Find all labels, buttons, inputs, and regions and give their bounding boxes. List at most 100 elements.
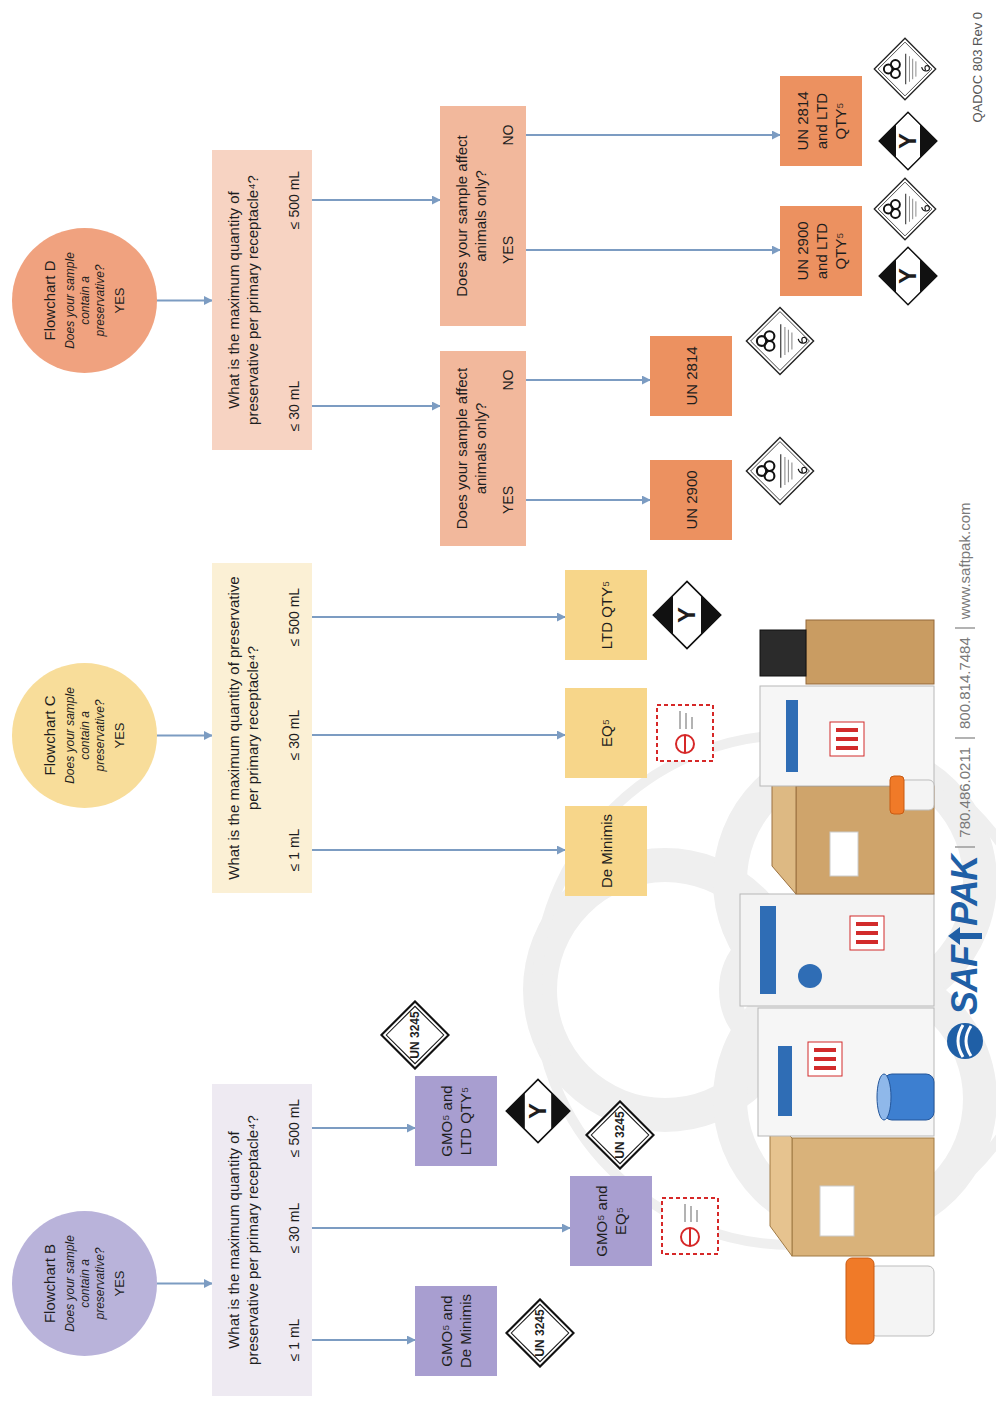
question-text: Does your sample contain a preservative? xyxy=(63,240,108,361)
question-box: What is the maximum quantity of preserva… xyxy=(212,563,312,893)
infectious-substance-labels xyxy=(746,38,935,504)
flow-arrow xyxy=(157,300,212,302)
flow-arrow xyxy=(157,1283,212,1285)
result-text: EQ⁵ xyxy=(597,719,616,747)
question-text: What is the maximum quantity of preserva… xyxy=(224,1094,262,1386)
result-text: De Minimis xyxy=(597,814,616,888)
mark-letter: Y xyxy=(896,268,920,284)
excepted-quantity-mark xyxy=(662,1198,718,1254)
limited-quantity-diamond: Y xyxy=(878,246,938,306)
option-label: YES xyxy=(500,236,517,264)
result-box: GMO⁵ and LTD QTY⁵ xyxy=(415,1076,497,1166)
question-text: Does your sample contain a preservative? xyxy=(63,675,108,796)
diamond-part xyxy=(879,259,896,293)
question-text: Does your sample affect animals only? xyxy=(452,361,490,536)
result-box: UN 2900 xyxy=(650,460,732,540)
option-label: YES xyxy=(500,486,517,514)
diamond-part xyxy=(879,112,937,170)
logo-swirl xyxy=(945,1021,985,1061)
result-box: LTD QTY⁵ xyxy=(565,570,647,660)
flowchart-title: Flowchart D xyxy=(41,260,59,340)
result-text: GMO⁵ and LTD QTY⁵ xyxy=(437,1081,475,1161)
flow-arrow xyxy=(312,734,565,736)
flow-arrow xyxy=(312,616,565,618)
answer-label: YES xyxy=(112,288,128,314)
flowchart-title: Flowchart B xyxy=(41,1244,59,1323)
limited-quantity-diamond: Y xyxy=(878,111,938,171)
result-text: UN 2814 xyxy=(682,346,701,405)
flow-arrow xyxy=(312,199,440,201)
option-label: ≤ 500 mL xyxy=(286,588,303,646)
limited-quantity-diamond: Y xyxy=(505,1078,571,1144)
document-code: QADOC 803 Rev 0 xyxy=(970,12,985,123)
result-text: UN 2814 and LTD QTY⁵ xyxy=(793,81,850,161)
diamond-part xyxy=(551,1093,569,1130)
question-box: What is the maximum quantity of preserva… xyxy=(212,150,312,450)
result-box: UN 2900 and LTD QTY⁵ xyxy=(780,206,862,296)
diamond-part xyxy=(511,1304,568,1361)
start-circle: Flowchart CDoes your sample contain a pr… xyxy=(12,663,157,808)
result-box: De Minimis xyxy=(565,806,647,896)
option-label: NO xyxy=(500,370,517,391)
result-box: EQ⁵ xyxy=(565,688,647,778)
question-text: What is the maximum quantity of preserva… xyxy=(224,160,262,440)
decision-box: Does your sample affect animals only? YES… xyxy=(440,351,526,546)
infectious-substance-label xyxy=(746,307,813,374)
flow-arrow xyxy=(526,134,780,136)
result-text: LTD QTY⁵ xyxy=(597,581,616,649)
option-label: ≤ 30 mL xyxy=(286,381,303,431)
mark-letter: Y xyxy=(526,1103,550,1119)
footer-bar: SAF PAK 780.486.0211 800.814.7484 www.sa… xyxy=(942,503,988,1061)
mark-letter: Y xyxy=(675,607,699,623)
flow-arrow xyxy=(526,499,650,501)
option-label: ≤ 30 mL xyxy=(286,1203,303,1253)
option-label: ≤ 1 mL xyxy=(286,1319,303,1362)
start-circle: Flowchart BDoes your sample contain a pr… xyxy=(12,1211,157,1356)
mark-letter: Y xyxy=(896,133,920,149)
result-box: UN 2814 xyxy=(650,336,732,416)
flow-arrow xyxy=(312,1339,415,1341)
website: www.saftpak.com xyxy=(956,503,974,620)
option-label: NO xyxy=(500,125,517,146)
flow-arrow xyxy=(526,379,650,381)
result-box: GMO⁵ and EQ⁵ xyxy=(570,1176,652,1266)
separator-bar xyxy=(953,838,977,856)
flow-arrow xyxy=(312,849,565,851)
result-text: GMO⁵ and De Minimis xyxy=(437,1291,475,1371)
un-number: UN 3245 xyxy=(408,1011,422,1058)
excepted-quantity-mark xyxy=(657,705,713,761)
answer-label: YES xyxy=(112,723,128,749)
option-label: ≤ 30 mL xyxy=(286,710,303,760)
option-label: ≤ 1 mL xyxy=(286,829,303,872)
logo-text: PAK xyxy=(945,856,985,926)
separator-bar xyxy=(953,619,977,637)
infectious-substance-label xyxy=(874,178,935,239)
question-text: What is the maximum quantity of preserva… xyxy=(224,573,262,883)
diamond-part xyxy=(506,1093,524,1130)
flow-arrow xyxy=(526,249,780,251)
diamond-part xyxy=(506,1079,569,1142)
diamond-part xyxy=(386,1006,443,1063)
diamond-part xyxy=(920,259,937,293)
diamond-part xyxy=(653,595,673,634)
diamond-part xyxy=(920,124,937,158)
limited-quantity-diamond: Y xyxy=(652,580,722,650)
logo-arrow xyxy=(946,926,984,946)
answer-label: YES xyxy=(112,1271,128,1297)
infectious-substance-label xyxy=(746,437,813,504)
shipping-boxes-photo xyxy=(740,620,934,1344)
decision-box: Does your sample affect animals only? YES… xyxy=(440,106,526,326)
un-number-diamond: UN 3245 xyxy=(380,1000,450,1070)
result-text: UN 2900 xyxy=(682,470,701,529)
logo-text: SAF xyxy=(945,946,985,1015)
result-text: GMO⁵ and EQ⁵ xyxy=(592,1181,630,1261)
question-text: Does your sample affect animals only? xyxy=(452,116,490,316)
separator-bar xyxy=(953,729,977,747)
un-number: UN 3245 xyxy=(533,1309,547,1356)
question-text: Does your sample contain a preservative? xyxy=(63,1223,108,1344)
un-number-diamond: UN 3245 xyxy=(585,1100,655,1170)
option-label: ≤ 500 mL xyxy=(286,171,303,229)
diamond-part xyxy=(506,1299,573,1366)
infectious-substance-label xyxy=(874,38,935,99)
